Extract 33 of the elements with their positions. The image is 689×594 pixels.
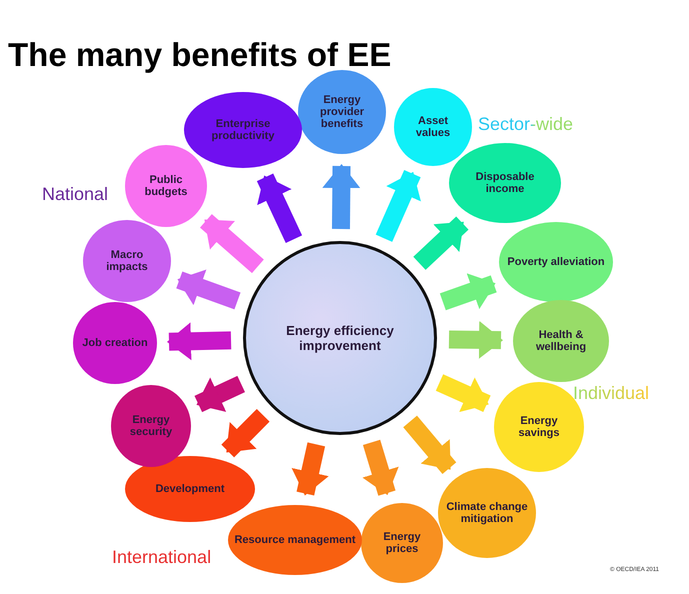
node-text: Public budgets: [144, 174, 188, 198]
block-arrow: [403, 416, 456, 474]
block-arrow: [292, 442, 329, 496]
node-text: Energy savings: [518, 415, 560, 439]
group-label: National: [42, 184, 108, 205]
node-text: Energy efficiency improvement: [285, 323, 395, 353]
block-arrow: [436, 374, 491, 412]
block-arrow: [413, 216, 469, 270]
block-arrow: [362, 440, 399, 496]
block-arrow: [440, 273, 497, 310]
node-text: Health & wellbeing: [534, 329, 588, 353]
block-arrow: [322, 164, 360, 230]
node-text: Energy prices: [382, 531, 422, 555]
node-text: Energy provider benefits: [318, 94, 365, 130]
node-text: Energy security: [128, 414, 174, 438]
node-text: Enterprise productivity: [210, 118, 276, 142]
node-text: Job creation: [82, 337, 148, 349]
node-text: Development: [155, 483, 225, 495]
block-arrow: [194, 376, 245, 412]
block-arrow: [176, 270, 241, 310]
node-text: Asset values: [414, 115, 452, 139]
node-text: Disposable income: [474, 171, 536, 195]
node-text: Macro impacts: [105, 249, 149, 273]
block-arrow: [166, 322, 232, 360]
block-arrow: [221, 409, 270, 458]
group-label: International: [112, 547, 212, 568]
node-text: Climate change mitigation: [445, 501, 529, 525]
node-text: Poverty alleviation: [507, 256, 605, 268]
block-arrow: [448, 320, 503, 359]
block-arrow: [376, 170, 421, 242]
diagram-title: The many benefits of EE: [8, 36, 392, 74]
block-arrow: [200, 214, 264, 274]
node-text: Resource management: [234, 534, 356, 546]
